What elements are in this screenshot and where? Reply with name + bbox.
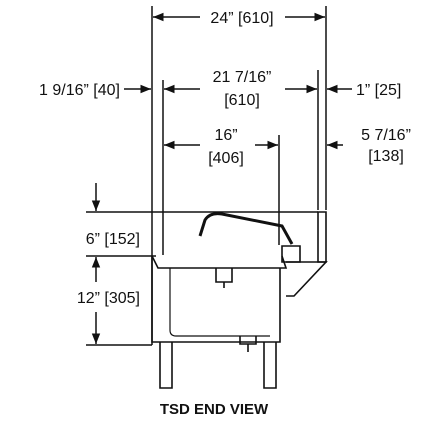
dim-backsplash-bottom: [138] (368, 148, 404, 165)
sink-rim (151, 255, 288, 269)
backsplash-panel (317, 211, 327, 263)
drawing-title: TSD END VIEW (160, 401, 269, 418)
dim-splash-height: 6” [152] (86, 231, 140, 248)
dim-backsplash-top: 5 7/16” (361, 127, 411, 144)
dim-right-offset: 1” [25] (356, 82, 401, 99)
waste-outlet (239, 336, 257, 352)
dim-left-offset: 1 9/16” [40] (39, 82, 120, 99)
dim-bowl-width-top: 16” (214, 127, 237, 144)
sink-left-wall (151, 256, 281, 343)
drainboard-slope (286, 261, 328, 297)
sink-outline (151, 211, 328, 389)
dim-inner-width-top: 21 7/16” (213, 69, 272, 86)
drain-basket (215, 268, 233, 288)
faucet-spout (198, 212, 294, 245)
dim-bowl-width-bottom: [406] (208, 150, 244, 167)
dim-inner-width-bottom: [610] (224, 92, 260, 109)
leg-right (263, 342, 277, 389)
faucet-base (281, 245, 301, 263)
dim-bowl-depth: 12” [305] (77, 290, 140, 307)
leg-left (159, 342, 173, 389)
sink-inner-bowl (169, 268, 270, 337)
dim-overall-width: 24” [610] (210, 10, 273, 27)
